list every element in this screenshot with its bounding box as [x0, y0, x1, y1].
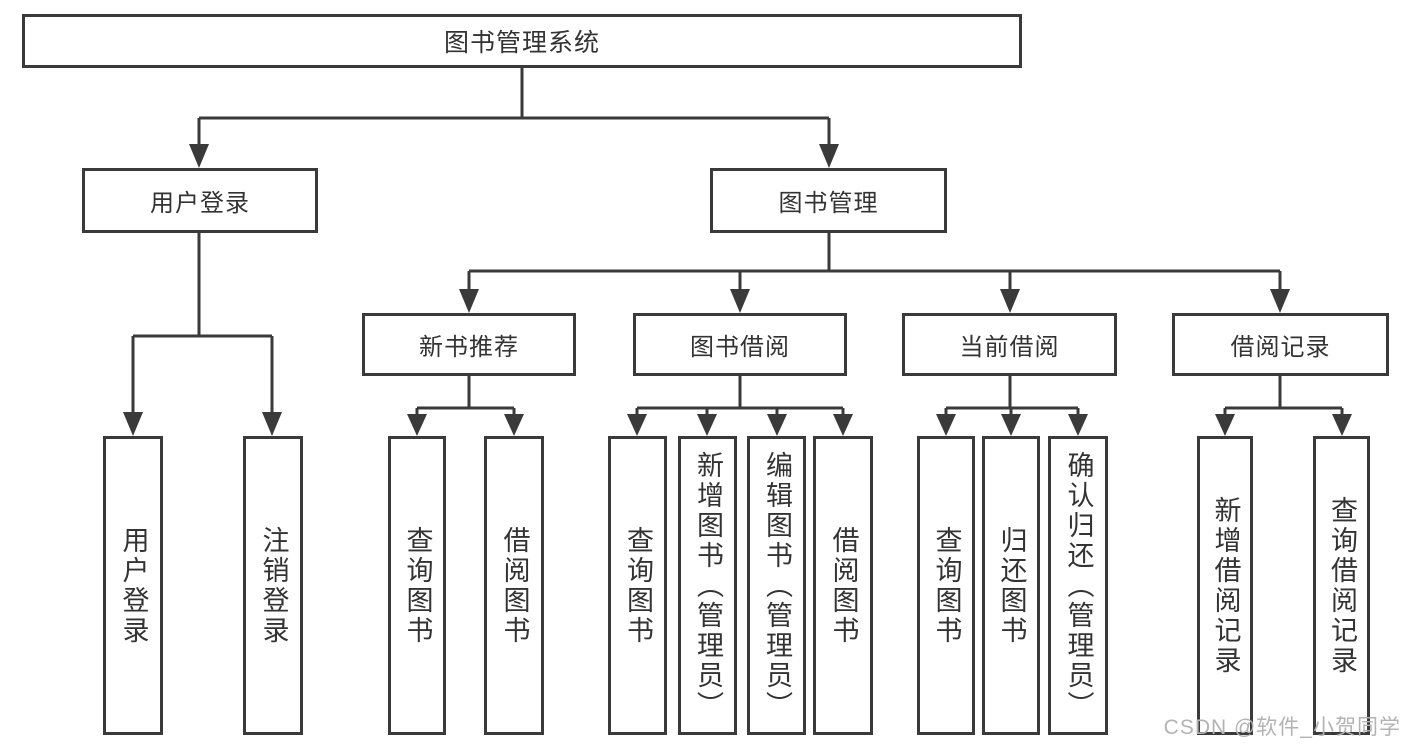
arrowhead: [1270, 289, 1290, 313]
arrowhead: [1000, 289, 1020, 313]
leaf-edit-books-admin: 编辑图书（管理员）: [747, 436, 806, 735]
node-user-login: 用户登录: [82, 168, 318, 233]
node-new-book-recommendation: 新书推荐: [362, 313, 576, 376]
arrowhead: [262, 412, 282, 436]
leaf-query-borrow-record: 查询借阅记录: [1313, 436, 1370, 735]
leaf-label: 查询图书: [931, 525, 962, 646]
leaf-logout: 注销登录: [243, 436, 303, 735]
arrowhead: [730, 289, 750, 313]
leaf-label: 用户登录: [118, 525, 149, 646]
leaf-label: 借阅图书: [499, 525, 530, 646]
arrowhead: [1001, 414, 1021, 436]
leaf-label: 编辑图书（管理员）: [762, 450, 792, 721]
csdn-watermark: CSDN @软件_小贺同学: [1163, 716, 1401, 739]
arrowhead: [504, 414, 524, 436]
leaf-label: 借阅图书: [828, 525, 859, 646]
leaf-query-books-nb: 查询图书: [388, 436, 446, 735]
arrowhead: [123, 412, 143, 436]
leaf-borrow-books-bb: 借阅图书: [813, 436, 873, 735]
arrowhead: [459, 289, 479, 313]
leaf-user-login: 用户登录: [103, 436, 163, 735]
leaf-label: 归还图书: [996, 525, 1027, 646]
node-book-management: 图书管理: [710, 168, 947, 233]
arrowhead: [407, 414, 427, 436]
arrowhead: [819, 144, 839, 168]
arrowhead: [189, 144, 209, 168]
arrowhead: [1215, 414, 1235, 436]
leaf-query-books-cb: 查询图书: [917, 436, 975, 735]
leaf-label: 注销登录: [258, 525, 289, 646]
arrowhead: [833, 414, 853, 436]
leaf-query-books-bb: 查询图书: [608, 436, 667, 735]
leaf-add-books-admin: 新增图书（管理员）: [678, 436, 737, 735]
node-borrowing-records: 借阅记录: [1172, 313, 1389, 376]
leaf-label: 查询借阅记录: [1327, 495, 1357, 676]
arrowhead: [1068, 414, 1088, 436]
arrowhead: [936, 414, 956, 436]
leaf-borrow-books-nb: 借阅图书: [484, 436, 544, 735]
leaf-return-books: 归还图书: [982, 436, 1040, 735]
leaf-label: 查询图书: [623, 525, 653, 646]
leaf-label: 新增图书（管理员）: [693, 450, 723, 721]
leaf-label: 确认归还（管理员）: [1063, 450, 1094, 721]
leaf-label: 查询图书: [402, 525, 433, 646]
leaf-label: 新增借阅记录: [1210, 495, 1241, 676]
arrowhead: [767, 414, 787, 436]
arrowhead: [697, 414, 717, 436]
node-library-management-system: 图书管理系统: [22, 14, 1022, 68]
leaf-add-borrow-record: 新增借阅记录: [1197, 436, 1253, 735]
node-book-borrowing: 图书借阅: [633, 313, 847, 376]
arrowhead: [1332, 414, 1352, 436]
arrowhead: [627, 414, 647, 436]
leaf-confirm-return-admin: 确认归还（管理员）: [1048, 436, 1108, 735]
node-current-borrowing: 当前借阅: [902, 313, 1117, 376]
